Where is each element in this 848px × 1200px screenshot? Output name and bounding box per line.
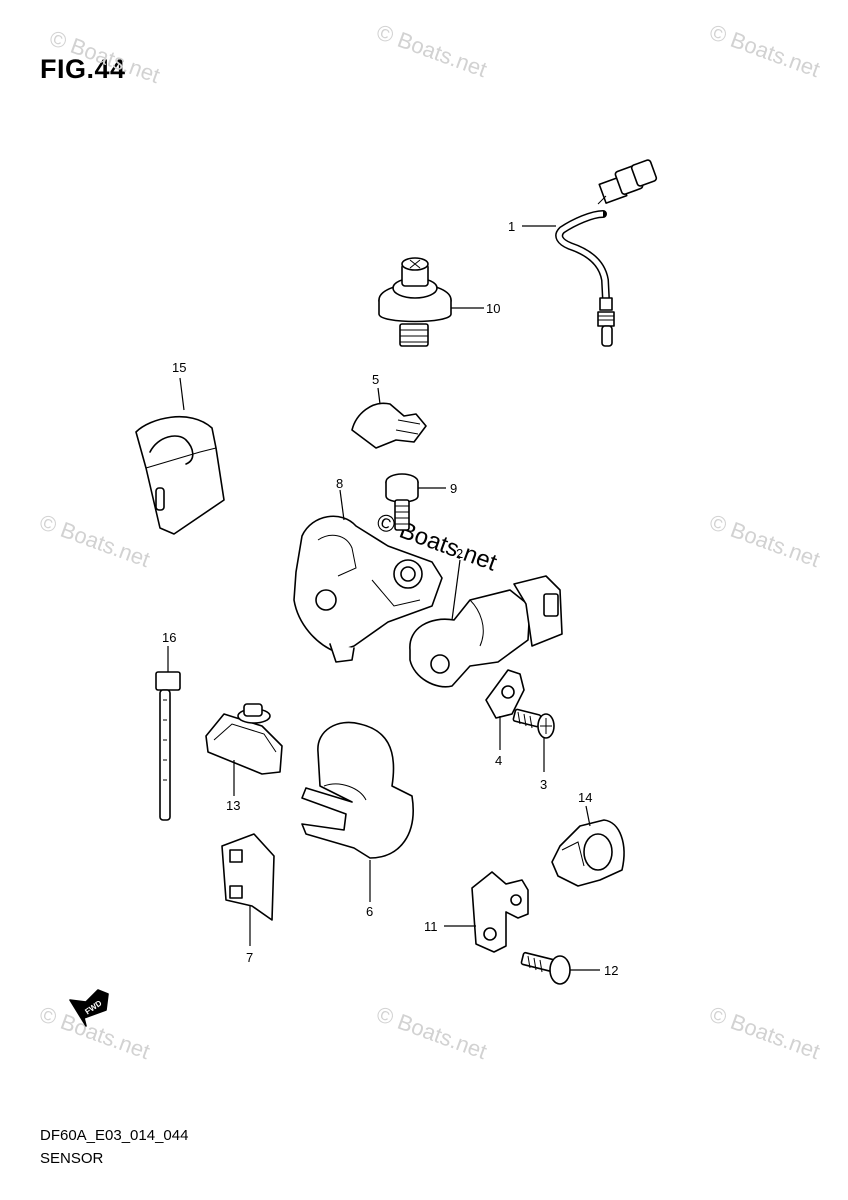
- part-7-cover-plate[interactable]: [221, 833, 275, 946]
- part-1-sensor-harness[interactable]: [522, 159, 658, 347]
- watermark-top-left: © Boats.net: [46, 25, 163, 88]
- callout-13[interactable]: 13: [226, 798, 240, 813]
- callout-14[interactable]: 14: [578, 790, 592, 805]
- part-2-crank-sensor[interactable]: [409, 559, 563, 688]
- callout-7[interactable]: 7: [246, 950, 253, 965]
- part-16-cable-tie[interactable]: [155, 646, 181, 821]
- callout-8[interactable]: 8: [336, 476, 343, 491]
- callouts: 1 10 15 5 9 8 2 16 13 4 3 14 6 11 7 12: [162, 219, 618, 978]
- part-11-bracket[interactable]: [444, 871, 529, 953]
- diagram-code: DF60A_E03_014_044: [40, 1127, 189, 1144]
- watermark-bottom-right: © Boats.net: [706, 1001, 823, 1064]
- fwd-arrow: FWD: [69, 989, 109, 1027]
- watermark-top-right: © Boats.net: [706, 19, 823, 82]
- diagram-name: SENSOR: [40, 1150, 104, 1167]
- callout-1[interactable]: 1: [508, 219, 515, 234]
- part-6-clip[interactable]: [301, 721, 414, 902]
- figure-title: FIG.44: [40, 54, 126, 84]
- watermark-top-middle: © Boats.net: [373, 19, 490, 82]
- callout-4[interactable]: 4: [495, 753, 502, 768]
- callout-6[interactable]: 6: [366, 904, 373, 919]
- watermarks: © Boats.net © Boats.net © Boats.net © Bo…: [36, 19, 823, 1064]
- part-3-screw[interactable]: [512, 708, 555, 772]
- callout-15[interactable]: 15: [172, 360, 186, 375]
- callout-10[interactable]: 10: [486, 301, 500, 316]
- callout-12[interactable]: 12: [604, 963, 618, 978]
- callout-3[interactable]: 3: [540, 777, 547, 792]
- callout-2[interactable]: 2: [456, 546, 463, 561]
- callout-16[interactable]: 16: [162, 630, 176, 645]
- callout-5[interactable]: 5: [372, 372, 379, 387]
- watermark-mid-left: © Boats.net: [36, 509, 153, 572]
- watermark-bottom-middle: © Boats.net: [373, 1001, 490, 1064]
- part-12-screw[interactable]: [520, 951, 600, 985]
- callout-9[interactable]: 9: [450, 481, 457, 496]
- part-9-bolt[interactable]: [385, 473, 446, 531]
- part-4-plate[interactable]: [485, 669, 525, 750]
- part-8-bracket[interactable]: [293, 489, 443, 663]
- callout-11[interactable]: 11: [424, 919, 438, 934]
- part-5-connector-cap[interactable]: [351, 387, 427, 449]
- watermark-mid-right: © Boats.net: [706, 509, 823, 572]
- part-13-clamp[interactable]: [205, 703, 283, 796]
- part-14-sensor-clip[interactable]: [551, 805, 625, 887]
- part-10-pressure-switch[interactable]: [378, 257, 484, 347]
- part-15-holder[interactable]: [135, 377, 225, 535]
